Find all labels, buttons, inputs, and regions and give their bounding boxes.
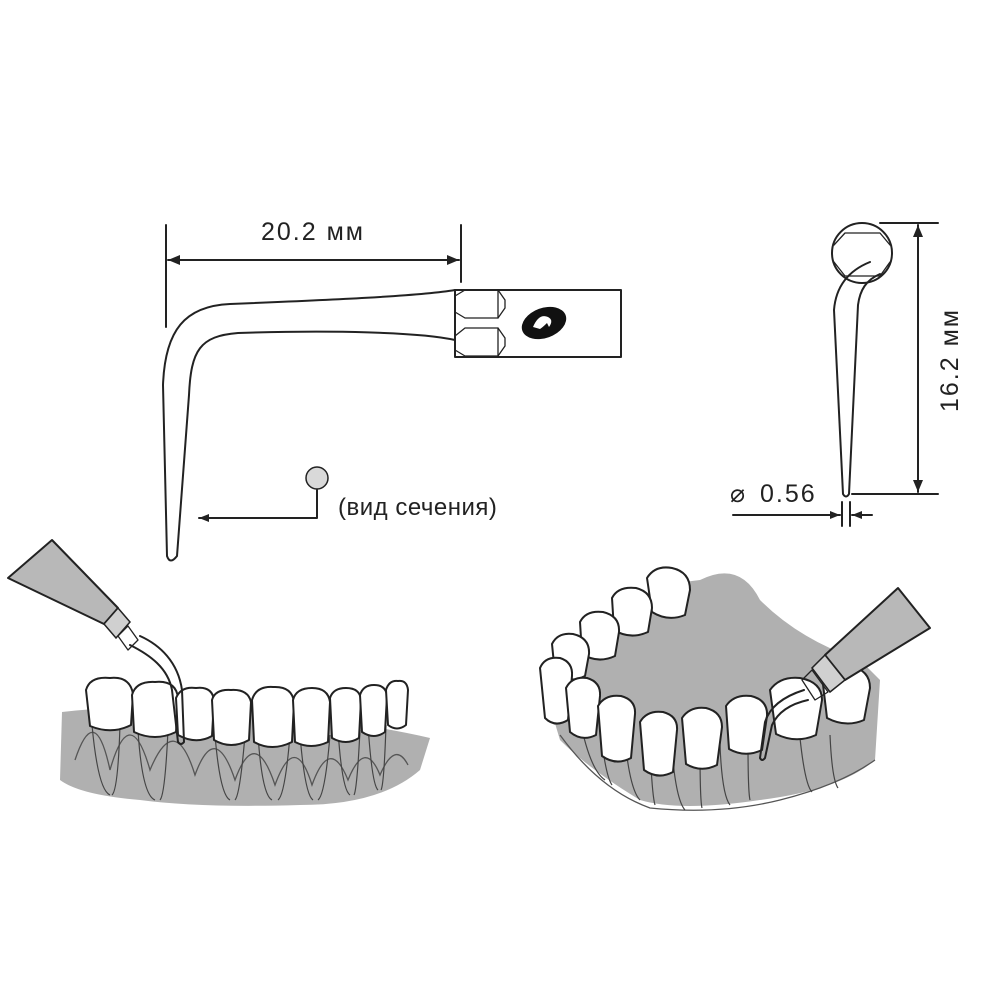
diameter-dimension: ⌀ 0.56	[730, 480, 873, 527]
lower-arch-illustration	[539, 566, 931, 811]
arch-tooth-10	[725, 694, 769, 755]
handpiece-left	[7, 539, 185, 745]
arch-tooth-1	[646, 566, 691, 619]
length-dimension: 20.2 мм	[165, 218, 462, 328]
section-indicator: (вид сечения)	[198, 466, 497, 522]
tip-shank	[454, 289, 622, 358]
brand-logo	[521, 306, 567, 340]
tip-side-view: 20.2 мм (вид сечения)	[162, 218, 622, 562]
tooth-molar-1	[85, 676, 134, 732]
tooth-incisor-2	[329, 687, 362, 743]
arch-tooth-2	[611, 586, 653, 637]
tip-front-view: 16.2 мм ⌀ 0.56	[730, 222, 964, 527]
section-label: (вид сечения)	[338, 494, 497, 521]
arch-tooth-7	[597, 694, 637, 763]
tooth-incisor-3	[359, 684, 388, 737]
arch-tooth-6	[565, 676, 602, 739]
lower-teeth-illustration	[7, 539, 430, 806]
height-label: 16.2 мм	[936, 308, 964, 412]
tooth-roots	[91, 724, 387, 801]
diameter-symbol: ⌀	[730, 480, 747, 508]
diameter-value: 0.56	[760, 480, 817, 508]
arch-tooth-11	[769, 676, 823, 741]
tip-in-use-left	[129, 635, 185, 745]
tooth-premolar-2	[211, 688, 252, 746]
arch-tooth-9	[681, 706, 723, 770]
arch-tooth-3	[579, 610, 621, 661]
arch-tooth-5	[539, 656, 574, 725]
tooth-canine	[251, 685, 295, 748]
tip-in-use-right	[759, 689, 809, 761]
tooth-incisor-4	[385, 679, 409, 730]
tip-head	[831, 222, 893, 284]
section-circle	[305, 466, 329, 490]
section-leader	[198, 489, 318, 522]
length-label: 20.2 мм	[261, 218, 365, 246]
tip-working-part	[162, 289, 456, 562]
arch-tooth-8	[639, 710, 679, 777]
tip-shaft	[833, 261, 881, 498]
tooth-molar-2	[131, 680, 179, 738]
handpiece-right	[759, 587, 931, 761]
tooth-incisor-1	[292, 687, 331, 747]
height-dimension: 16.2 мм	[851, 222, 964, 495]
tooth-premolar-1	[175, 686, 215, 742]
